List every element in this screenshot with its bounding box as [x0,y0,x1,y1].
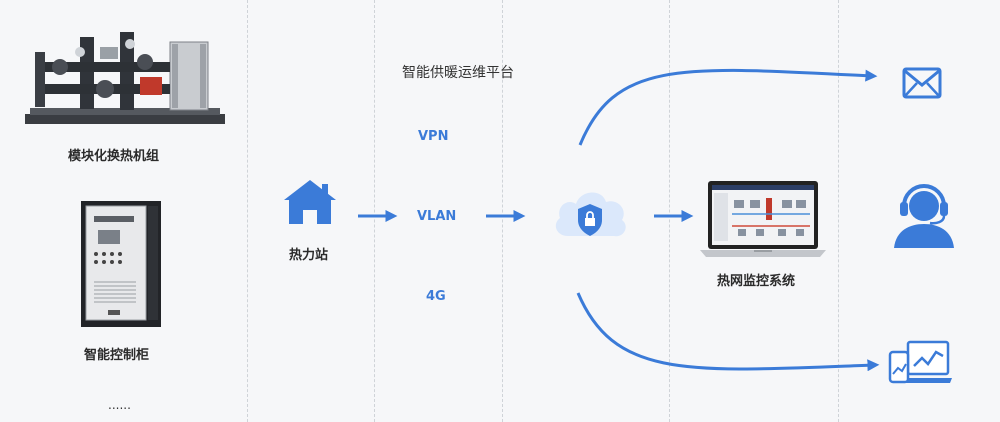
divider-2 [374,0,375,422]
arrow-cloud-to-analytics [576,292,880,372]
protocol-4g: 4G [426,289,446,304]
home-icon [282,178,338,226]
control-cabinet-label: 智能控制柜 [84,348,150,363]
data-analytics-icon [888,340,954,386]
divider-1 [247,0,248,422]
customer-service-icon [892,180,956,250]
more-ellipsis: ...... [108,398,131,412]
arrow-cloud-to-mail [578,68,878,146]
laptop-image [700,180,826,258]
divider-3 [502,0,503,422]
protocol-vpn: VPN [418,129,449,144]
heat-exchanger-image [20,22,230,130]
monitoring-system-label: 热网监控系统 [717,274,796,289]
divider-5 [838,0,839,422]
heat-exchanger-label: 模块化换热机组 [68,149,160,164]
protocol-vlan: VLAN [417,209,457,224]
platform-title: 智能供暖运维平台 [402,65,514,81]
divider-4 [669,0,670,422]
heat-station-label: 热力站 [289,248,329,263]
cloud-security-icon [550,182,630,244]
control-cabinet-image [80,200,162,328]
mail-icon [902,67,942,99]
